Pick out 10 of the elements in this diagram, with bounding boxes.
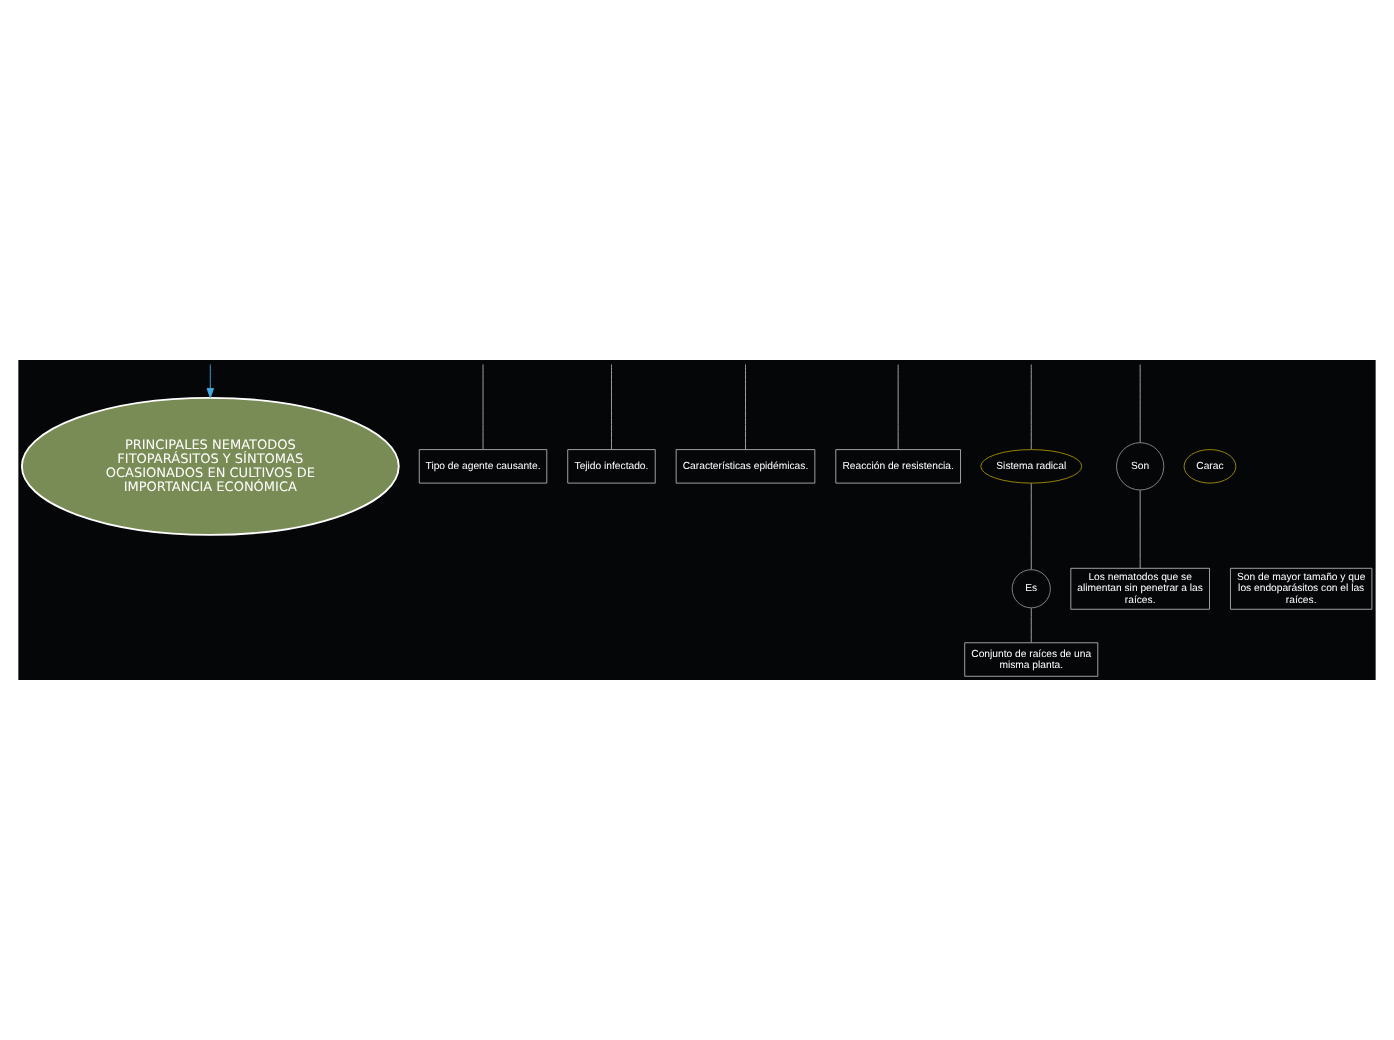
- connector: [1030, 607, 1032, 643]
- connector: [1030, 482, 1032, 570]
- arrow: [206, 364, 215, 399]
- connector: [611, 364, 612, 450]
- connector: [1030, 364, 1032, 450]
- connector: [745, 364, 746, 450]
- connector: [482, 364, 484, 450]
- connector: [1139, 364, 1141, 444]
- connector: [897, 364, 899, 450]
- connector: [1139, 489, 1141, 569]
